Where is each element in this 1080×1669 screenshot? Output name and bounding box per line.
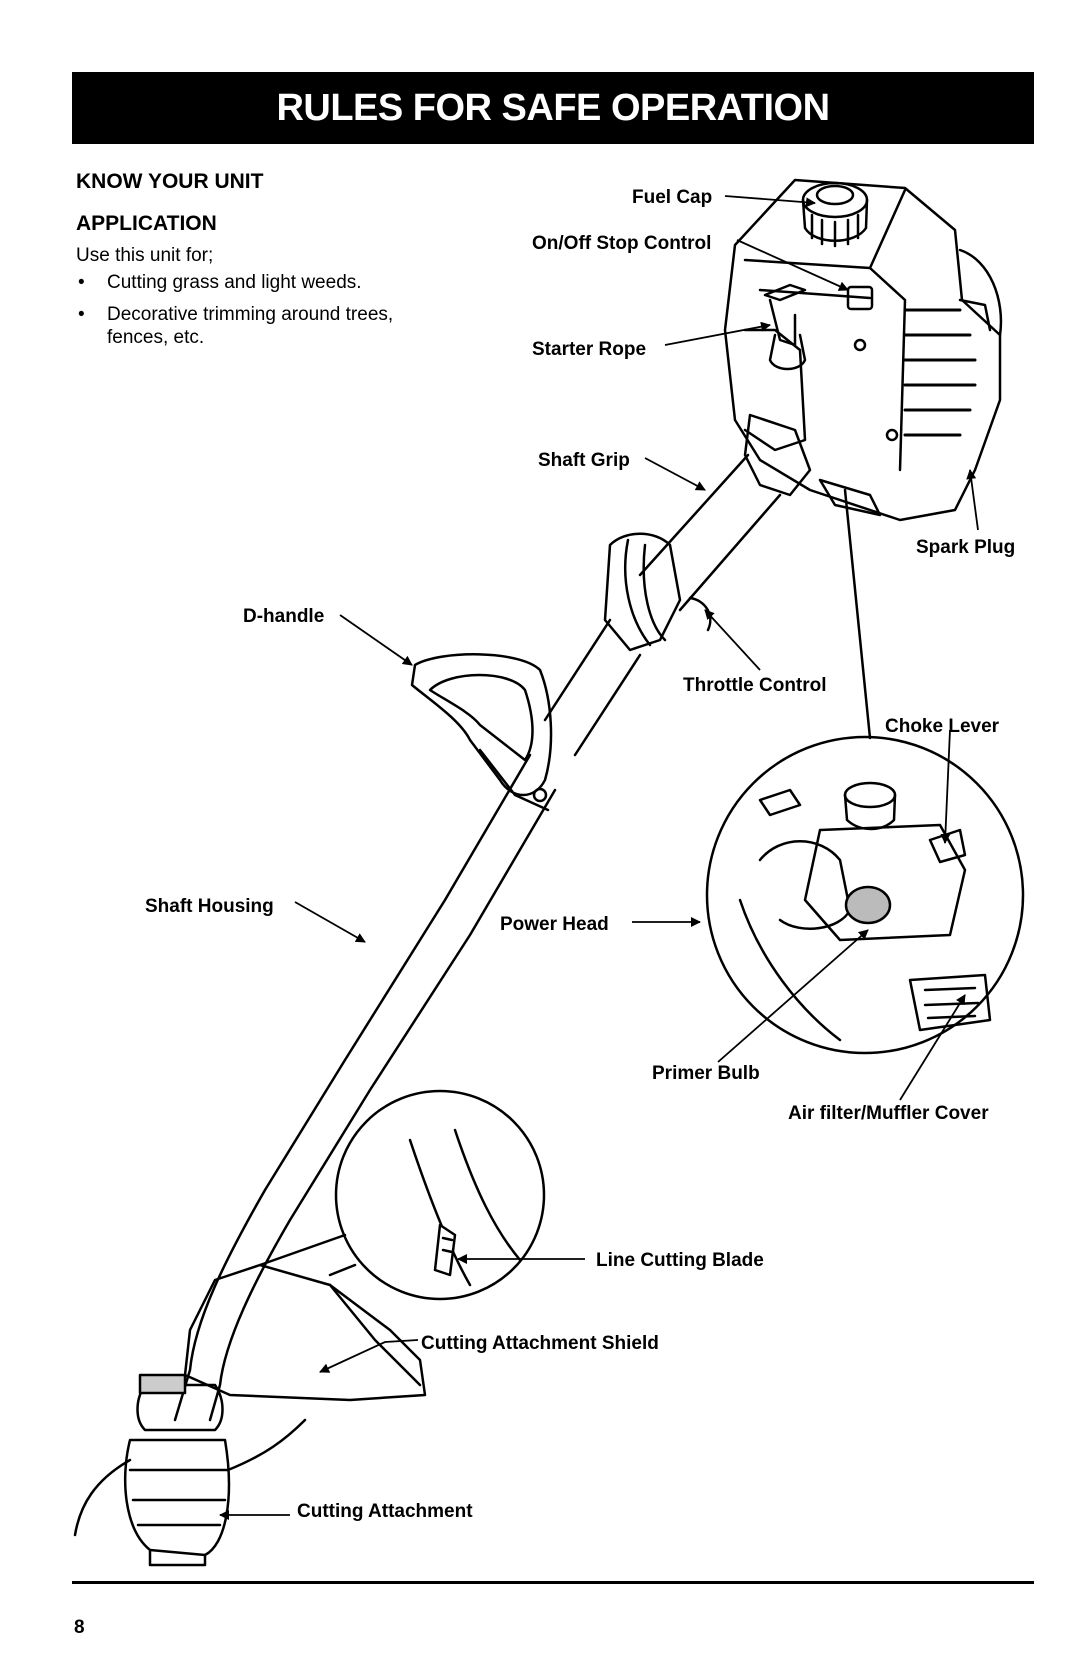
connector-line — [843, 488, 872, 740]
blade-detail-drawing — [334, 1089, 546, 1301]
label-line-cutting-blade: Line Cutting Blade — [596, 1250, 764, 1271]
list-item: Cutting grass and light weeds. — [76, 271, 456, 294]
power-head-drawing — [723, 178, 1003, 522]
detail-circle-drawing — [705, 735, 1025, 1055]
label-d-handle: D-handle — [243, 606, 325, 627]
connector-line — [328, 1263, 357, 1277]
fuel-cap-drawing — [801, 181, 869, 248]
label-primer-bulb: Primer Bulb — [652, 1063, 760, 1084]
label-spark-plug: Spark Plug — [916, 537, 1016, 558]
label-shaft-grip: Shaft Grip — [538, 450, 630, 471]
shaft-drawing — [173, 413, 812, 1422]
label-choke-lever: Choke Lever — [885, 716, 1000, 737]
label-cutting-attachment: Cutting Attachment — [297, 1501, 473, 1522]
shield-drawing — [73, 1233, 427, 1567]
label-air-filter-muffler-cover: Air filter/Muffler Cover — [788, 1103, 989, 1124]
application-intro: Use this unit for; — [76, 245, 214, 266]
banner-title: RULES FOR SAFE OPERATION — [276, 86, 830, 129]
list-item: Decorative trimming around trees, fences… — [76, 303, 456, 349]
section-heading: KNOW YOUR UNIT — [76, 170, 264, 193]
label-throttle-control: Throttle Control — [683, 675, 827, 696]
label-shaft-housing: Shaft Housing — [145, 896, 274, 917]
leader-lines — [219, 195, 979, 1520]
footer-rule — [72, 1581, 1034, 1584]
d-handle-drawing — [410, 653, 553, 812]
switch-drawing — [763, 283, 874, 371]
application-heading: APPLICATION — [76, 212, 217, 235]
label-starter-rope: Starter Rope — [532, 339, 647, 360]
label-power-head: Power Head — [500, 914, 609, 935]
label-on-off-stop-control: On/Off Stop Control — [532, 233, 712, 254]
section-banner: RULES FOR SAFE OPERATION — [72, 72, 1034, 144]
label-cutting-attachment-shield: Cutting Attachment Shield — [421, 1333, 659, 1354]
page-number: 8 — [74, 1617, 85, 1638]
application-list: Cutting grass and light weeds. Decorativ… — [76, 271, 456, 358]
label-fuel-cap: Fuel Cap — [632, 187, 713, 208]
